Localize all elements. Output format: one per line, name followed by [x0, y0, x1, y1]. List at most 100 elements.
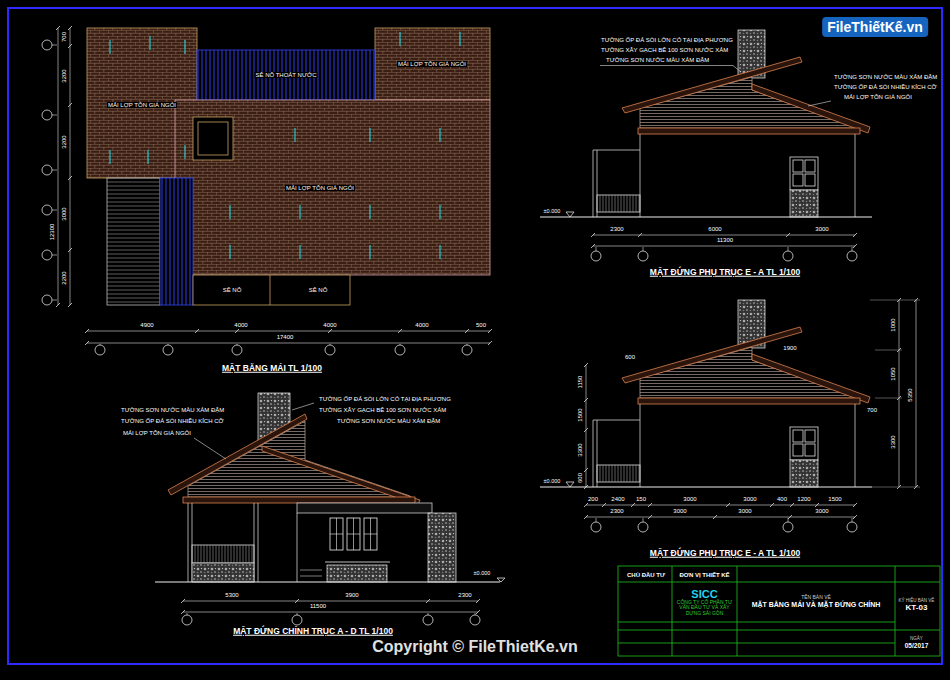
axis-bubble [591, 522, 601, 532]
dimension-line [586, 505, 855, 506]
cell-heading: CHỦ ĐẦU TƯ [627, 572, 665, 579]
ground-line [155, 582, 500, 583]
leader-line [733, 66, 741, 73]
skylight [193, 117, 233, 160]
baluster [630, 465, 631, 482]
dimension-tick [591, 233, 595, 237]
baluster [612, 195, 613, 212]
baluster [252, 545, 253, 563]
bubble-stem [52, 115, 57, 116]
dimension-text: 400 [776, 496, 788, 502]
baluster [222, 545, 223, 563]
baluster [609, 465, 610, 482]
roof-rib [370, 245, 371, 259]
dimension-text: 4000 [322, 322, 337, 328]
axis-bubble [638, 251, 648, 261]
dimension-text: 500 [475, 322, 487, 328]
dimension-tick [726, 503, 730, 507]
stone-base [790, 190, 818, 217]
material-note: TƯỜNG ỐP ĐÁ SỎI LỚN CÓ TẠI ĐỊA PHƯƠNG [318, 396, 452, 402]
baluster [237, 545, 238, 563]
door-pane [793, 160, 803, 172]
stair [107, 178, 160, 305]
window-transom [347, 534, 360, 535]
dimension-tick [770, 503, 774, 507]
dimension-text: 2300 [609, 508, 624, 514]
roof-tiles [375, 28, 490, 100]
roof-rib [185, 145, 186, 159]
dimension-tick [648, 515, 652, 519]
dimension-text: 1150 [577, 375, 583, 390]
baluster [231, 545, 232, 563]
dimension-text: 600 [577, 472, 583, 484]
axis-bubble [42, 295, 52, 305]
dimension-tick [488, 341, 492, 345]
roof-rib [230, 205, 231, 219]
roof-rib [185, 40, 186, 54]
door-pane [805, 174, 815, 186]
window-transom [330, 534, 343, 535]
dimension-text: 3000 [61, 206, 67, 221]
dimension-text: 150 [635, 496, 647, 502]
roof-plan [42, 26, 492, 355]
baluster [606, 195, 607, 212]
cell-heading: TÊN BẢN VẼ [801, 595, 831, 601]
dimension-text: 11300 [716, 237, 734, 243]
baluster [630, 195, 631, 212]
ground-line [540, 217, 872, 218]
baluster [639, 465, 640, 482]
roof-label: MÁI LỢP TÔN GIẢ NGÓI [107, 102, 177, 108]
dimension-tick [584, 398, 588, 402]
bubble-stem [596, 247, 597, 251]
dimension-tick [85, 329, 89, 333]
dimension-tick [648, 503, 652, 507]
title-block-rule [737, 566, 738, 656]
roof-label: MÁI LỢP TÔN GIẢ NGÓI [397, 61, 467, 67]
skylight [198, 122, 228, 155]
watermark-logo: FileThiếtKế.vn [822, 17, 928, 37]
dimension-line [899, 300, 900, 487]
dimension-tick [853, 515, 857, 519]
cell-heading: SICC [691, 588, 717, 600]
material-note: TƯỜNG ỐP ĐÁ SỎI LỚN CÓ TẠI ĐỊA PHƯƠNG [600, 37, 734, 43]
gutter-area [197, 50, 375, 100]
dimension-text: 1900 [782, 345, 797, 351]
dimension-tick [56, 303, 60, 307]
baluster [246, 545, 247, 563]
stone-base [790, 460, 818, 487]
dimension-tick [235, 329, 239, 333]
dimension-tick [295, 599, 299, 603]
dimension-text: 17400 [276, 334, 295, 340]
level-marker [497, 578, 505, 582]
baluster [210, 545, 211, 563]
axis-bubble [591, 251, 601, 261]
view-title: MẶT ĐỨNG PHỤ TRỤC E - A TL 1/100 [649, 268, 801, 277]
step-line [300, 576, 322, 577]
extension-line [875, 350, 902, 351]
bubble-stem [852, 518, 853, 522]
baluster [195, 545, 196, 563]
dimension-text: 1050 [890, 366, 896, 381]
leader-line [600, 65, 733, 66]
view-title: MẶT ĐỨNG PHỤ TRỤC E - A TL 1/100 [649, 549, 801, 558]
dimension-tick [815, 503, 819, 507]
baluster [636, 195, 637, 212]
roof-rib [230, 245, 231, 259]
stair-ramp [160, 178, 193, 305]
dimension-tick [790, 503, 794, 507]
cell-value: CÔNG TY CỔ PHẦN TƯ VẤN ĐẦU TƯ VÀ XÂY DỰN… [674, 600, 735, 617]
dimension-text: 4000 [233, 322, 248, 328]
dimension-text: 200 [587, 496, 599, 502]
view-title: MẶT ĐỨNG CHÍNH TRỤC A - D TL 1/100 [232, 627, 394, 636]
roof-rib [440, 205, 441, 219]
roof-rib [440, 128, 441, 142]
flat-roof [297, 503, 432, 513]
dimension-text: 4000 [414, 322, 429, 328]
roof-tiles [175, 100, 490, 275]
material-note: TƯỜNG SƠN NƯỚC MÀU XÁM ĐẬM [120, 407, 225, 413]
roof-rib [370, 205, 371, 219]
baluster [639, 195, 640, 212]
dimension-line [70, 28, 71, 305]
dimension-text: 5300 [224, 592, 239, 598]
dimension-line [183, 601, 478, 602]
